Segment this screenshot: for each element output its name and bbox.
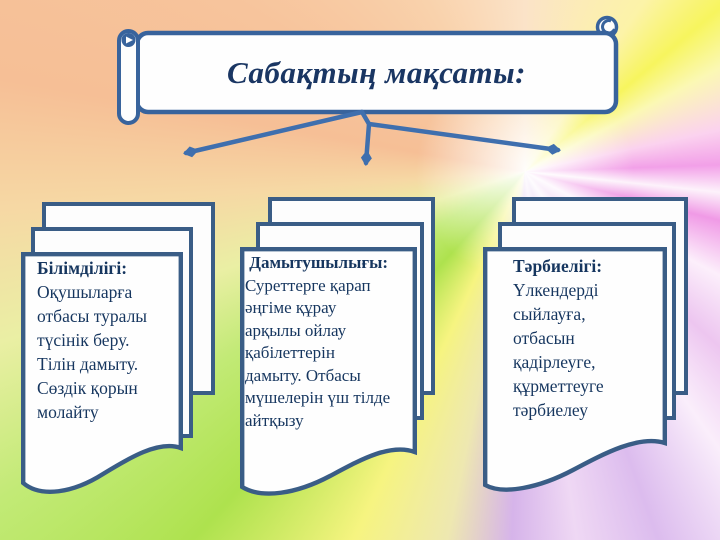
arrow-to-right-card — [366, 121, 561, 155]
card-body: Оқушыларға отбасы туралы түсінік беру. Т… — [37, 282, 148, 422]
card-body: Суреттерге қарап әңгіме құрау арқылы ойл… — [245, 275, 391, 430]
card-body: Үлкендерді сыйлауға, отбасын қадірлеуге,… — [513, 280, 604, 420]
arrow-to-middle-card — [359, 109, 372, 166]
document-page-shape — [21, 252, 183, 494]
objective-card-developmental: Дамытушылығы: Суреттерге қарап әңгіме құ… — [240, 192, 455, 512]
objective-card-knowledge: Білімділігі: Оқушыларға отбасы туралы тү… — [21, 197, 231, 507]
slide-title: Сабақтың мақсаты: — [226, 54, 526, 90]
document-page-shape — [240, 247, 417, 496]
scroll-roll-icon — [117, 29, 140, 125]
card-heading: Тәрбиелігі: — [513, 256, 603, 276]
card-heading: Білімділігі: — [37, 258, 128, 278]
objective-card-educational: Тәрбиелігі: Үлкендерді сыйлауға, отбасын… — [483, 192, 698, 507]
arrow-to-left-card — [183, 109, 365, 158]
card-heading: Дамытушылығы: — [245, 253, 389, 272]
document-page-shape — [483, 247, 667, 492]
